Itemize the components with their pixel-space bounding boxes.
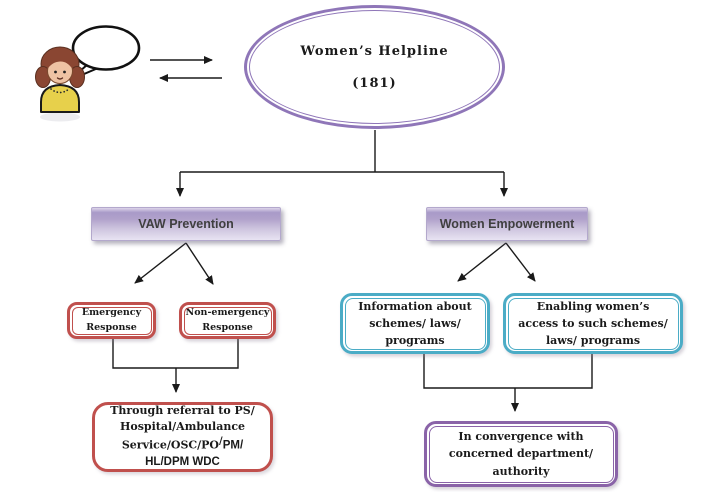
convergence-line1: In convergence with: [458, 430, 584, 444]
helpline-title: Women’s Helpline: [300, 43, 449, 59]
information-line3: programs: [385, 334, 445, 348]
emergency-line2: Response: [86, 321, 137, 333]
information-line1: Information about: [358, 299, 472, 313]
information-line2: schemes/ laws/: [369, 316, 461, 330]
convergence-node: In convergence with concerned department…: [424, 421, 618, 487]
referral-line3-sup: /: [219, 435, 223, 447]
woman-figure: [35, 46, 85, 122]
non-emergency-response-node: Non-emergency Response: [179, 302, 276, 339]
enabling-line1: Enabling women’s: [536, 299, 650, 313]
woman-caller-icon: [35, 25, 141, 122]
helpline-node: Women’s Helpline (181): [244, 5, 505, 129]
referral-line3-serif: Service/OSC/PO: [121, 438, 220, 452]
connector-merge-left: [112, 339, 239, 369]
enabling-line3: laws/ programs: [545, 334, 641, 348]
convergence-line2: concerned department/: [448, 447, 594, 461]
information-node: Information about schemes/ laws/ program…: [340, 293, 490, 354]
connector-merge-right: [423, 354, 593, 389]
connector-to-emergency: [134, 242, 187, 284]
connector-to-enabling: [505, 242, 536, 282]
women-empowerment-node: Women Empowerment: [426, 207, 588, 241]
referral-line2: Hospital/Ambulance: [119, 420, 246, 433]
referral-node: Through referral to PS/ Hospital/Ambulan…: [92, 402, 273, 472]
non-emergency-line2: Response: [202, 321, 253, 333]
referral-line4: HL/DPM WDC: [145, 456, 220, 469]
emergency-line1: Emergency: [81, 306, 142, 318]
vaw-prevention-node: VAW Prevention: [91, 207, 281, 241]
enabling-line2: access to such schemes/: [518, 316, 668, 330]
emergency-response-node: Emergency Response: [67, 302, 156, 339]
helpline-number: (181): [352, 75, 397, 91]
referral-line1: Through referral to PS/: [110, 404, 255, 418]
referral-line3: Service/OSC/PO/PM/: [122, 435, 243, 454]
women-empowerment-label: Women Empowerment: [439, 217, 575, 231]
non-emergency-line1: Non-emergency: [185, 306, 270, 318]
enabling-access-node: Enabling women’s access to such schemes/…: [503, 293, 683, 354]
connector-to-non-emergency: [185, 242, 214, 285]
vaw-prevention-label: VAW Prevention: [138, 217, 234, 231]
convergence-line3: authority: [492, 464, 550, 478]
referral-line3-sans: PM/: [222, 439, 244, 452]
connector-to-information: [457, 242, 507, 282]
